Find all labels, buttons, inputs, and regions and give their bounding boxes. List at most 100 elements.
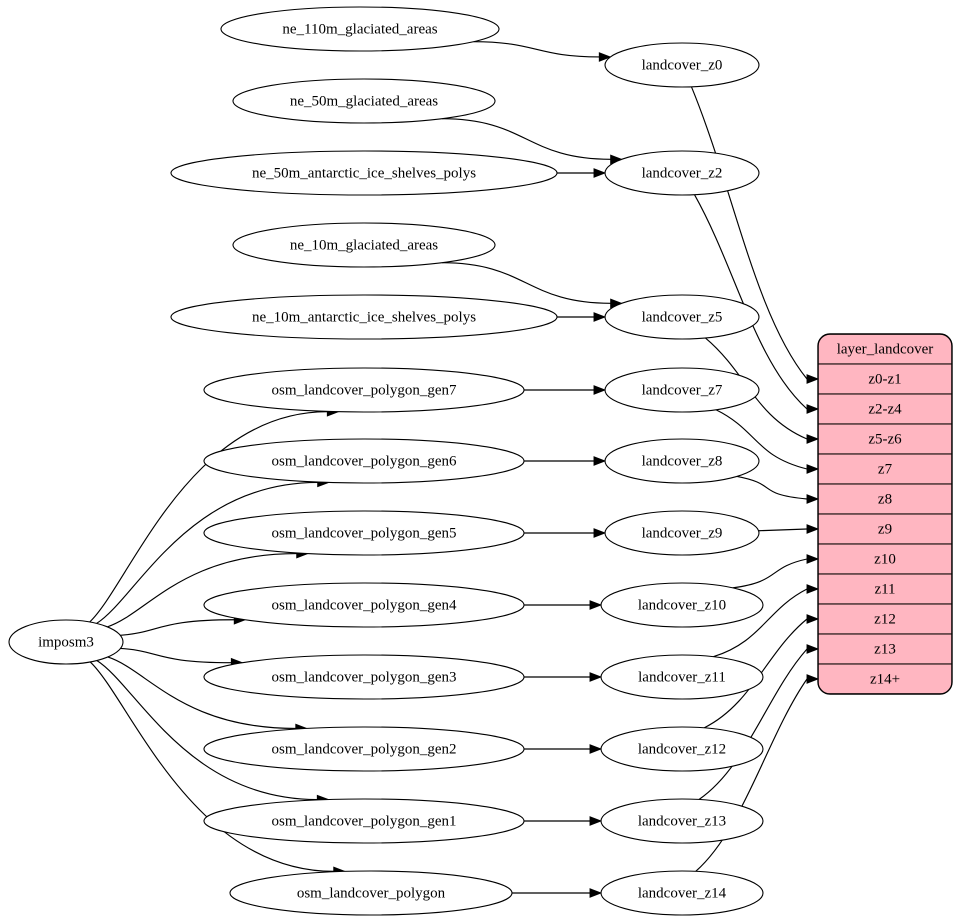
edge-ne_110m_glaciated_areas-to-landcover_z0: [473, 41, 600, 58]
node-label: osm_landcover_polygon_gen1: [272, 813, 457, 829]
edge-imposm3-to-osm_landcover_polygon_gen4: [120, 619, 235, 636]
table-row-label: z13: [874, 641, 896, 657]
table-row-label: z12: [874, 611, 896, 627]
table-header-label: layer_landcover: [837, 341, 934, 357]
edge-ne_10m_glaciated_areas-to-landcover_z5: [442, 262, 611, 304]
node-shape: [203, 367, 525, 413]
node-shape: [232, 78, 496, 124]
table-row[interactable]: [818, 513, 952, 545]
edge-arrowhead: [593, 456, 607, 466]
edge-arrowhead: [806, 674, 820, 684]
layer-landcover-table: layer_landcoverz0-z1z2-z4z5-z6z7z8z9z10z…: [818, 334, 952, 694]
node-landcover_z2[interactable]: landcover_z2: [604, 150, 760, 196]
edge-arrowhead: [806, 524, 820, 534]
node-ne_50m_glaciated_areas[interactable]: ne_50m_glaciated_areas: [232, 78, 496, 124]
edge-arrowhead: [806, 464, 820, 474]
edge-arrowhead: [806, 554, 820, 564]
edge-arrowhead: [806, 584, 820, 594]
table-row-label: z10: [874, 551, 896, 567]
table-row[interactable]: [818, 603, 952, 635]
node-landcover_z14[interactable]: landcover_z14: [600, 870, 764, 916]
node-shape: [604, 438, 760, 484]
node-shape: [604, 42, 760, 88]
node-label: ne_50m_antarctic_ice_shelves_polys: [252, 165, 476, 181]
edge-imposm3-to-osm_landcover_polygon_gen5: [107, 553, 297, 628]
node-shape: [604, 367, 760, 413]
table-row[interactable]: [818, 633, 952, 665]
node-osm_landcover_polygon_gen5[interactable]: osm_landcover_polygon_gen5: [203, 510, 525, 556]
edge-imposm3-to-osm_landcover_polygon_gen2: [107, 656, 296, 730]
edge-landcover_z9-to-z9: [758, 528, 808, 532]
node-shape: [604, 294, 760, 340]
node-label: landcover_z2: [642, 165, 723, 181]
node-landcover_z11[interactable]: landcover_z11: [600, 654, 764, 700]
table-row[interactable]: [818, 543, 952, 575]
edge-imposm3-to-osm_landcover_polygon_gen7: [89, 411, 328, 623]
node-label: osm_landcover_polygon_gen5: [272, 525, 457, 541]
node-osm_landcover_polygon_gen6[interactable]: osm_landcover_polygon_gen6: [203, 438, 525, 484]
table-row[interactable]: [818, 453, 952, 485]
table-row[interactable]: [818, 663, 952, 694]
node-osm_landcover_polygon_gen7[interactable]: osm_landcover_polygon_gen7: [203, 367, 525, 413]
table-row[interactable]: [818, 393, 952, 425]
node-label: landcover_z9: [642, 525, 723, 541]
table-row-label: z11: [874, 581, 895, 597]
node-landcover_z12[interactable]: landcover_z12: [600, 726, 764, 772]
node-osm_landcover_polygon_gen1[interactable]: osm_landcover_polygon_gen1: [203, 798, 525, 844]
table-row-label: z7: [878, 461, 893, 477]
node-shape: [600, 726, 764, 772]
node-imposm3[interactable]: imposm3: [8, 619, 124, 665]
edge-landcover_z14-to-z14+: [695, 678, 808, 872]
edge-arrowhead: [806, 404, 820, 414]
node-shape: [220, 6, 500, 52]
node-shape: [203, 510, 525, 556]
node-shape: [604, 150, 760, 196]
node-shape: [203, 798, 525, 844]
node-osm_landcover_polygon[interactable]: osm_landcover_polygon: [229, 870, 513, 916]
node-ne_50m_antarctic_ice_shelves_polys[interactable]: ne_50m_antarctic_ice_shelves_polys: [170, 150, 558, 196]
node-shape: [203, 654, 525, 700]
node-osm_landcover_polygon_gen4[interactable]: osm_landcover_polygon_gen4: [203, 582, 525, 628]
table-outline: [817, 333, 953, 695]
node-shape: [600, 654, 764, 700]
node-label: landcover_z12: [638, 741, 726, 757]
edge-arrowhead: [593, 385, 607, 395]
node-layer: imposm3 ne_110m_glaciated_areas ne_50m_gla…: [8, 6, 764, 916]
edge-arrowhead: [598, 52, 612, 62]
node-label: landcover_z5: [642, 309, 723, 325]
node-landcover_z7[interactable]: landcover_z7: [604, 367, 760, 413]
node-label: osm_landcover_polygon_gen7: [272, 382, 457, 398]
node-label: landcover_z8: [642, 453, 723, 469]
edge-arrowhead: [806, 644, 820, 654]
edge-arrowhead: [593, 168, 607, 178]
node-ne_10m_antarctic_ice_shelves_polys[interactable]: ne_10m_antarctic_ice_shelves_polys: [170, 294, 558, 340]
node-label: osm_landcover_polygon_gen4: [272, 597, 457, 613]
edge-imposm3-to-osm_landcover_polygon: [89, 661, 334, 872]
node-landcover_z8[interactable]: landcover_z8: [604, 438, 760, 484]
edge-arrowhead: [589, 600, 603, 610]
node-landcover_z13[interactable]: landcover_z13: [600, 798, 764, 844]
node-label: landcover_z14: [638, 885, 727, 901]
node-shape: [170, 294, 558, 340]
node-landcover_z0[interactable]: landcover_z0: [604, 42, 760, 88]
node-landcover_z9[interactable]: landcover_z9: [604, 510, 760, 556]
node-osm_landcover_polygon_gen3[interactable]: osm_landcover_polygon_gen3: [203, 654, 525, 700]
node-label: landcover_z13: [638, 813, 726, 829]
edge-arrowhead: [806, 614, 820, 624]
table-row[interactable]: [818, 423, 952, 455]
edge-landcover_z0-to-z0-z1: [690, 86, 808, 380]
node-landcover_z5[interactable]: landcover_z5: [604, 294, 760, 340]
node-shape: [600, 582, 764, 628]
edge-ne_50m_glaciated_areas-to-landcover_z2: [442, 118, 611, 160]
node-ne_110m_glaciated_areas[interactable]: ne_110m_glaciated_areas: [220, 6, 500, 52]
node-label: ne_110m_glaciated_areas: [282, 21, 437, 37]
edge-arrowhead: [593, 528, 607, 538]
node-label: landcover_z10: [638, 597, 726, 613]
node-osm_landcover_polygon_gen2[interactable]: osm_landcover_polygon_gen2: [203, 726, 525, 772]
node-shape: [600, 870, 764, 916]
node-landcover_z10[interactable]: landcover_z10: [600, 582, 764, 628]
node-label: landcover_z0: [642, 57, 723, 73]
node-label: landcover_z11: [638, 669, 726, 685]
node-ne_10m_glaciated_areas[interactable]: ne_10m_glaciated_areas: [232, 222, 496, 268]
